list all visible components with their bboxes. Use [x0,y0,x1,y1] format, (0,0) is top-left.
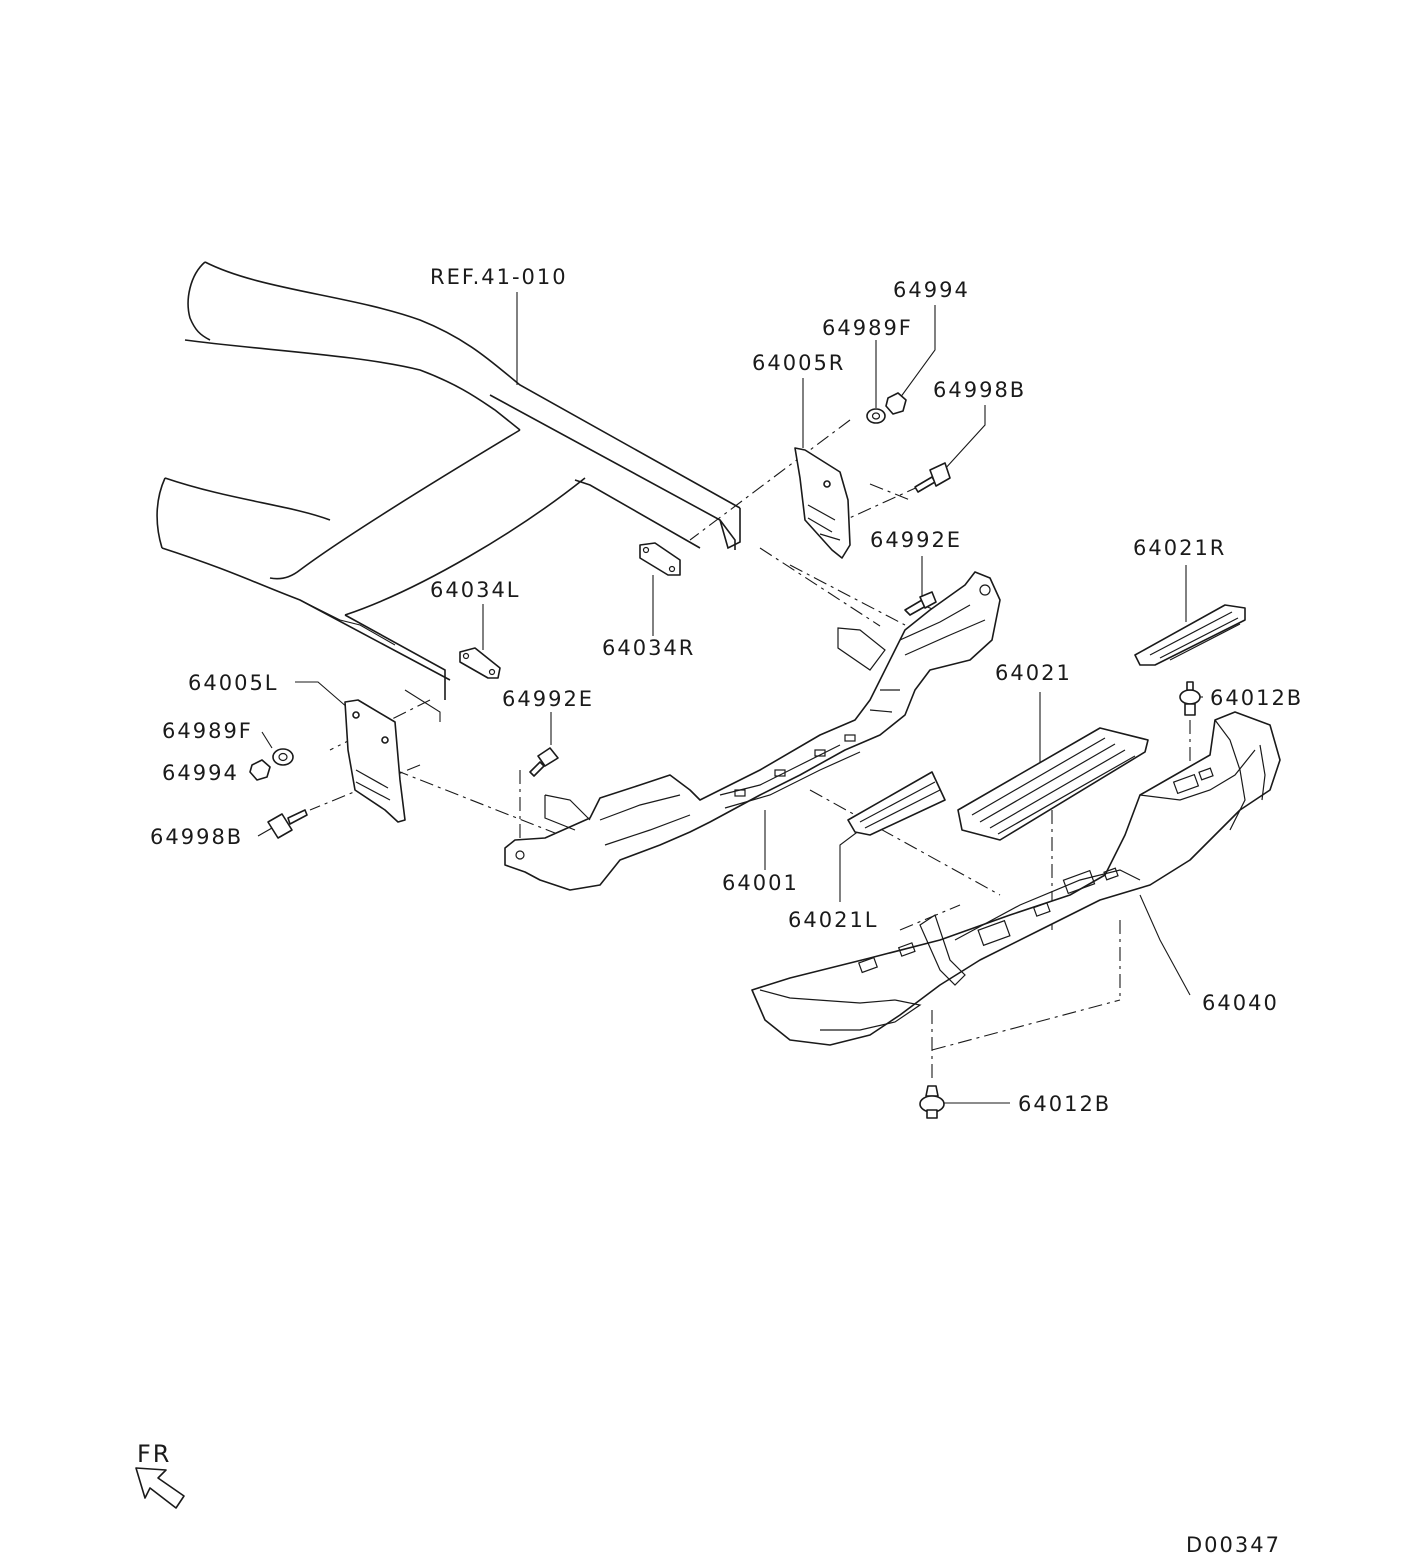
label-64994-left: 64994 [162,761,239,785]
clip-64012b-right [1179,681,1201,716]
label-64021r: 64021R [1133,536,1226,560]
step-pad-64021 [957,727,1149,841]
label-64021l: 64021L [788,908,879,932]
label-64992e-right: 64992E [870,528,962,552]
label-front: FR [137,1440,171,1468]
reinforcement-64001 [504,571,1001,891]
nut-64994-l [249,759,271,781]
leader-lines [249,292,1203,1104]
nut-64994-r [885,392,907,415]
label-64998b-left: 64998B [150,825,243,849]
washer-64989f-l [272,748,294,766]
label-64994-right: 64994 [893,278,970,302]
diagram-id: D00347 [1186,1533,1281,1557]
label-64012b-right: 64012B [1210,686,1303,710]
label-64989f-right: 64989F [822,316,913,340]
bolt-64998b-l [267,809,308,839]
bolt-64992e-l [529,747,559,777]
label-64998b-right: 64998B [933,378,1026,402]
label-64012b-bottom: 64012B [1018,1092,1111,1116]
label-64034l: 64034L [430,578,521,602]
plate-64034l [459,647,501,679]
washer-64989f-r [866,408,886,424]
part-labels: REF.41-010 64994 64989F 64005R 64998B 64… [137,265,1303,1557]
label-64992e-left: 64992E [502,687,594,711]
step-pad-64021r [1134,604,1246,666]
label-64005l: 64005L [188,671,279,695]
plate-64034r [639,542,681,576]
front-arrow-icon [135,1467,185,1509]
label-64005r: 64005R [752,351,845,375]
bracket-64005r [794,447,851,559]
bolt-64998b-r [914,462,951,493]
clip-64012b-bottom [919,1085,945,1119]
label-64989f-left: 64989F [162,719,253,743]
label-64001: 64001 [722,871,799,895]
label-64040: 64040 [1202,991,1279,1015]
bolt-64992e-r [904,591,937,616]
vehicle-frame [156,261,741,722]
step-pad-64021l [847,771,946,836]
label-ref-41-010: REF.41-010 [430,265,568,289]
bracket-64005l [344,699,406,823]
bumper-64040 [751,711,1281,1046]
label-64034r: 64034R [602,636,695,660]
label-64021: 64021 [995,661,1072,685]
